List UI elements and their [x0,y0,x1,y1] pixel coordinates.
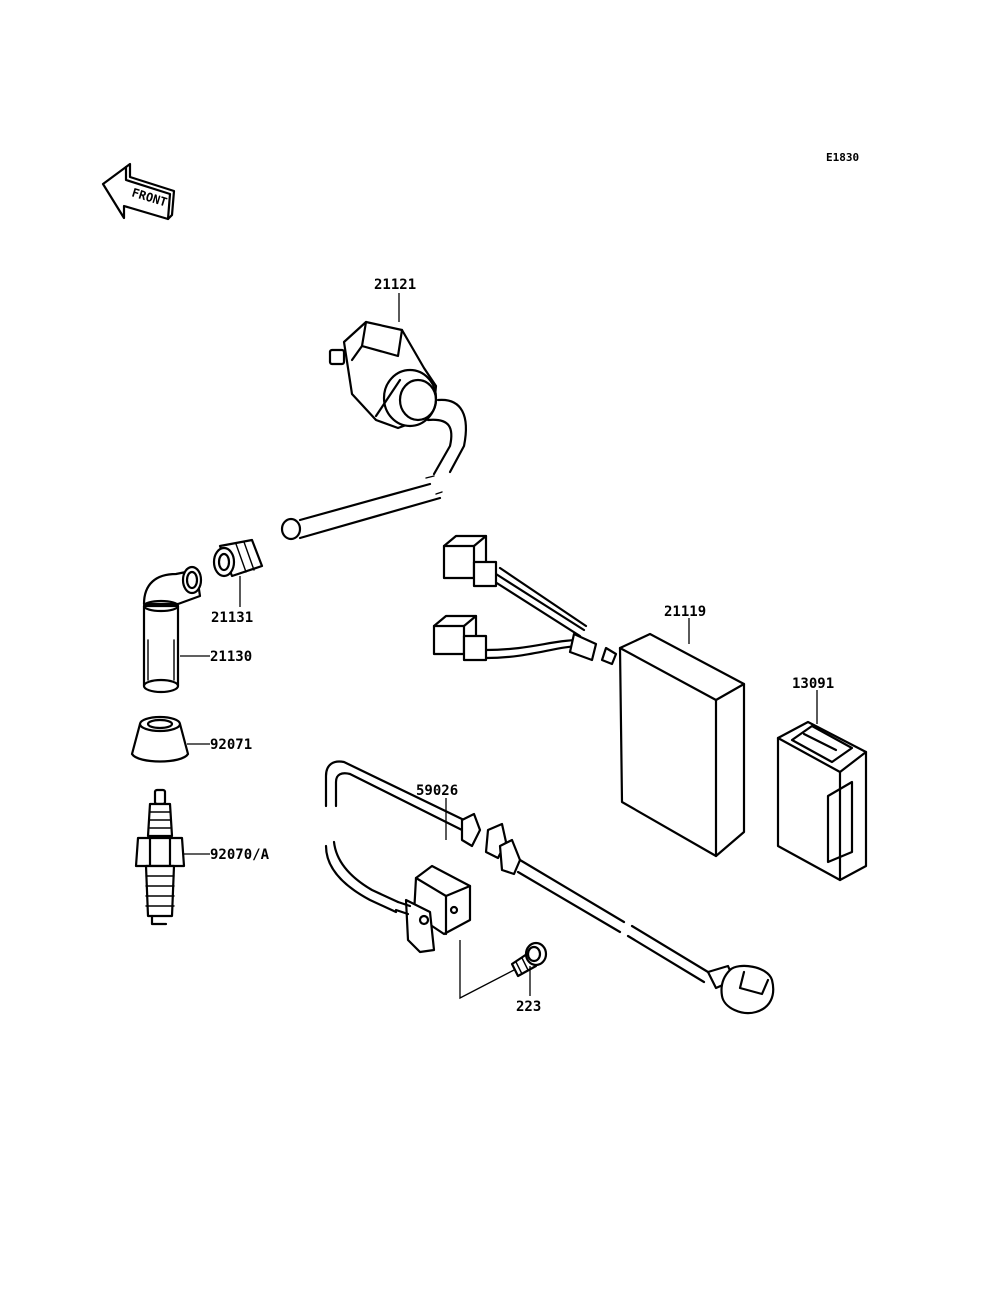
callout-21131: 21131 [211,610,253,626]
screw-223 [510,941,548,978]
leader-223-coil [459,940,515,1000]
regulator-unit [776,720,868,882]
front-arrow-icon: FRONT [101,162,176,221]
igniter-harness [484,566,618,666]
igniter-unit [618,632,746,858]
lead-plug [706,964,775,1015]
callout-223: 223 [516,999,541,1015]
pickup-lead [324,760,710,984]
callout-21119: 21119 [664,604,706,620]
plug-cap-21130 [142,565,203,694]
callout-92071: 92071 [210,737,252,753]
high-tension-lead [280,475,443,541]
connector-a [442,534,498,588]
callout-21121: 21121 [374,277,416,293]
spark-plug [134,788,186,926]
callout-13091: 13091 [792,676,834,692]
ignition-coil [328,320,468,476]
connector-b [432,614,488,662]
callout-92070: 92070/A [210,847,270,863]
pickup-coil-body [394,864,472,954]
lead-cap-21131 [212,538,264,578]
boot-92071 [130,715,190,763]
callout-21130: 21130 [210,649,252,665]
callout-59026: 59026 [416,783,458,799]
lead-clamps [460,812,522,876]
diagram-code: E1830 [826,151,859,164]
